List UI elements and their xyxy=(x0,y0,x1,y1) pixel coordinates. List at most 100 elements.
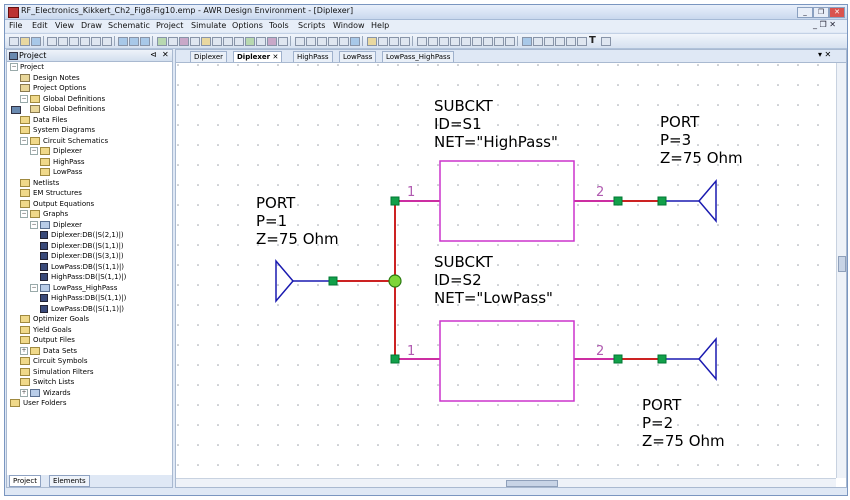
tree-item[interactable]: LowPass:DB(|S(1,1)|) xyxy=(40,304,124,314)
tree-item[interactable]: LowPass:DB(|S(1,1)|) xyxy=(40,262,124,272)
tree-item[interactable]: Optimizer Goals xyxy=(20,314,89,324)
horizontal-scroll-thumb[interactable] xyxy=(506,480,558,487)
tree-item[interactable]: Diplexer:DB(|S(1,1)|) xyxy=(40,241,124,251)
menu-view[interactable]: View xyxy=(55,21,74,30)
equation-icon[interactable] xyxy=(378,37,388,46)
subckt-s1-block[interactable]: 1 2 xyxy=(400,160,614,242)
mirror-icon[interactable] xyxy=(328,37,338,46)
rotate-icon[interactable] xyxy=(306,37,316,46)
collapse-icon[interactable]: − xyxy=(30,283,38,292)
polygon-icon[interactable] xyxy=(472,37,482,46)
port-1-symbol[interactable] xyxy=(275,258,329,304)
subckt-s2-block[interactable]: 1 2 xyxy=(400,320,614,402)
add-graph-icon[interactable] xyxy=(157,37,167,46)
tree-item[interactable]: LowPass xyxy=(40,167,82,177)
collapse-icon[interactable]: − xyxy=(10,63,18,71)
tree-item[interactable]: Data Files xyxy=(20,115,67,125)
tree-item[interactable]: −Project xyxy=(10,62,44,114)
tab-diplexer-schematic[interactable]: Diplexer ✕ xyxy=(233,51,283,62)
collapse-icon[interactable]: − xyxy=(20,94,28,103)
minimize-button[interactable]: _ xyxy=(797,7,813,18)
menu-schematic[interactable]: Schematic xyxy=(108,21,150,30)
layout-icon[interactable] xyxy=(417,37,427,46)
tile-icon[interactable] xyxy=(439,37,449,46)
tree-item[interactable]: HighPass:DB(|S(1,1)|) xyxy=(40,272,126,282)
delete-icon[interactable] xyxy=(80,37,90,46)
layer-icon[interactable] xyxy=(533,37,543,46)
menu-tools[interactable]: Tools xyxy=(269,21,289,30)
junction-node[interactable] xyxy=(388,274,402,288)
menu-scripts[interactable]: Scripts xyxy=(298,21,326,30)
port-3-symbol[interactable] xyxy=(666,178,717,224)
port-icon[interactable] xyxy=(267,37,277,46)
tab-diplexer-graph[interactable]: Diplexer xyxy=(190,51,228,62)
expand-icon[interactable]: + xyxy=(20,346,28,355)
ground-icon[interactable] xyxy=(278,37,288,46)
open-icon[interactable] xyxy=(20,37,30,46)
menu-project[interactable]: Project xyxy=(156,21,184,30)
element-icon[interactable] xyxy=(256,37,266,46)
drc-icon[interactable] xyxy=(577,37,587,46)
align-icon[interactable] xyxy=(339,37,349,46)
tree-item[interactable]: User Folders xyxy=(10,398,66,408)
analyze-icon[interactable] xyxy=(201,37,211,46)
tab-lowpass-highpass[interactable]: LowPass_HighPass xyxy=(382,51,455,62)
tree-item[interactable]: Diplexer:DB(|S(2,1)|) xyxy=(40,230,124,240)
tree-item[interactable]: −Circuit Schematics xyxy=(20,136,108,146)
paste-icon[interactable] xyxy=(69,37,79,46)
tab-close-icon[interactable]: ✕ xyxy=(272,53,279,61)
variable-icon[interactable] xyxy=(389,37,399,46)
arc-icon[interactable] xyxy=(483,37,493,46)
menu-edit[interactable]: Edit xyxy=(32,21,48,30)
tree-item[interactable]: −Diplexer xyxy=(30,220,82,230)
measure-icon[interactable] xyxy=(555,37,565,46)
menu-help[interactable]: Help xyxy=(371,21,390,30)
pin-icon[interactable]: ⊲ xyxy=(150,50,157,59)
vertical-scroll-thumb[interactable] xyxy=(838,256,846,272)
tree-item[interactable]: Yield Goals xyxy=(20,325,71,335)
new-icon[interactable] xyxy=(9,37,19,46)
tab-highpass[interactable]: HighPass xyxy=(293,51,333,62)
grid-icon[interactable] xyxy=(400,37,410,46)
tree-item[interactable]: Project Options xyxy=(20,83,86,93)
menu-file[interactable]: File xyxy=(9,21,23,30)
cut-icon[interactable] xyxy=(47,37,57,46)
check-icon[interactable] xyxy=(566,37,576,46)
tree-item[interactable]: Netlists xyxy=(20,178,59,188)
copy-icon[interactable] xyxy=(58,37,68,46)
connect-icon[interactable] xyxy=(544,37,554,46)
zoom-in-icon[interactable] xyxy=(118,37,128,46)
expand-icon[interactable]: + xyxy=(20,388,28,397)
tree-item[interactable]: HighPass xyxy=(40,157,85,167)
collapse-icon[interactable]: − xyxy=(30,220,38,229)
tree-item[interactable]: −LowPass_HighPass xyxy=(30,283,117,293)
tree-item[interactable]: +Wizards xyxy=(20,388,71,398)
tree-item[interactable]: Circuit Symbols xyxy=(20,356,87,366)
vertical-scrollbar[interactable] xyxy=(836,63,846,478)
optimize-icon[interactable] xyxy=(223,37,233,46)
add-schematic-icon[interactable] xyxy=(179,37,189,46)
collapse-icon[interactable]: − xyxy=(20,136,28,145)
cascade-icon[interactable] xyxy=(450,37,460,46)
rectangle-icon[interactable] xyxy=(505,37,515,46)
menu-window[interactable]: Window xyxy=(333,21,365,30)
tune-tool-icon[interactable] xyxy=(245,37,255,46)
tree-item[interactable]: −Diplexer xyxy=(30,146,82,156)
tab-elements[interactable]: Elements xyxy=(49,475,90,487)
tree-item[interactable]: HighPass:DB(|S(1,1)|) xyxy=(40,293,126,303)
tree-item[interactable]: Switch Lists xyxy=(20,377,74,387)
tree-item[interactable]: Output Files xyxy=(20,335,75,345)
tab-lowpass[interactable]: LowPass xyxy=(339,51,377,62)
tree-item[interactable]: System Diagrams xyxy=(20,125,95,135)
tune-icon[interactable] xyxy=(212,37,222,46)
horizontal-scrollbar[interactable] xyxy=(176,478,836,487)
app-icon[interactable] xyxy=(8,7,19,18)
tree-item[interactable]: −Global Definitions xyxy=(20,94,105,104)
tree-item[interactable]: −Graphs xyxy=(20,209,68,219)
tab-project[interactable]: Project xyxy=(9,475,41,487)
line-style-icon[interactable] xyxy=(461,37,471,46)
collapse-icon[interactable]: − xyxy=(20,210,28,218)
mdi-controls[interactable]: _ ❐ ✕ xyxy=(813,20,836,29)
font-icon[interactable] xyxy=(601,37,611,46)
yield-icon[interactable] xyxy=(234,37,244,46)
